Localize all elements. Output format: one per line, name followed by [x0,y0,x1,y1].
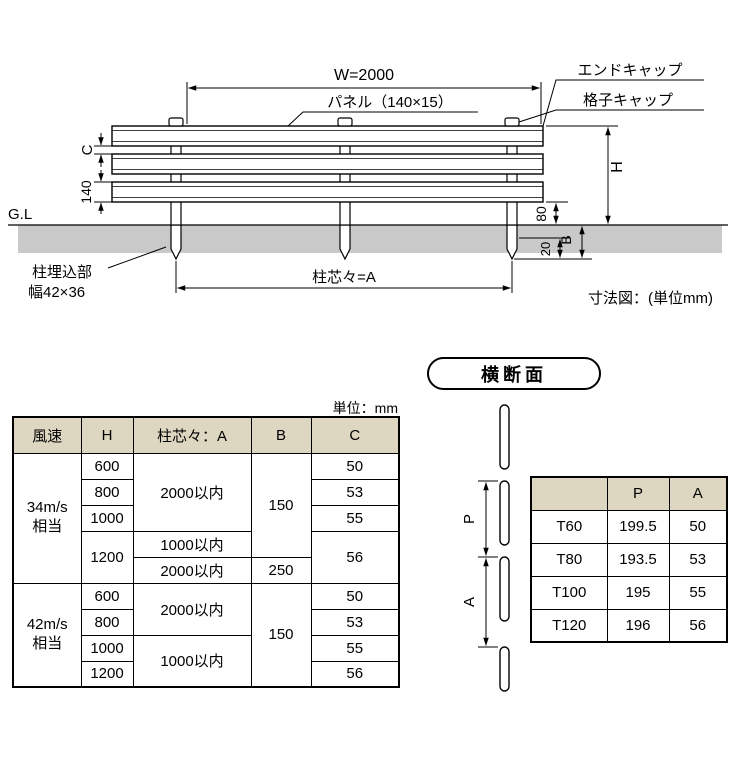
post-pitch-label: 柱芯々=A [312,269,376,286]
b-cell: 150 [250,452,312,558]
c-cell: 56 [310,530,400,584]
table-row: 800 53 [13,608,400,636]
h-cell: 600 [80,582,134,610]
table-row: T80 193.5 53 [530,542,728,577]
h-cell: 800 [80,478,134,506]
cross-section-drawing: P A [461,404,510,692]
wind-speed-value: 42m/s [26,616,68,633]
a-dim-label: A [461,597,478,607]
panel-section-slats [499,404,510,692]
lattice-cap-label: 格子キャップ [583,92,673,109]
header-b: B [250,416,312,454]
header-wind-speed: 風速 [12,416,82,454]
b-cell: 250 [250,556,312,584]
h-cell: 1000 [80,634,134,662]
wind-speed-unit-text: 相当 [32,518,63,535]
table-row: 1000 55 [13,504,400,532]
type-cell: T80 [530,542,608,577]
a-cell: 50 [668,509,728,544]
c-cell: 56 [310,660,400,688]
elevation-drawing: W=2000 パネル（140×15） エンドキャップ 格子キャップ G.L C … [8,62,728,307]
table-row: 1200 56 [13,660,400,688]
table-unit-label: 単位：mm [332,400,398,416]
a-cell: 53 [668,542,728,577]
pitch-cell: 1000以内 [132,634,252,688]
header-post-pitch: 柱芯々：A [132,416,252,454]
type-spec-table: P A T60 199.5 50 T80 193.5 53 T100 195 5… [530,476,728,643]
wind-speed-unit-text: 相当 [32,634,63,652]
wind-speed-34-cell: 34m/s 相当 [12,452,82,584]
c-dim-label: C [79,144,96,155]
c-cell: 50 [310,452,400,480]
post-cap-icon [168,117,520,127]
h-cell: 1200 [80,530,134,584]
dim-140-label: 140 [78,180,94,204]
header-p: P [606,476,670,511]
p-cell: 195 [606,575,670,610]
header-row: P A [530,476,728,511]
c-cell: 53 [310,478,400,506]
embed-label-line1: 柱埋込部 [32,264,92,281]
header-row: 風速 H 柱芯々：A B C [12,416,400,454]
header-blank [530,476,608,511]
header-a: A [668,476,728,511]
h-cell: 1000 [80,504,134,532]
panel-rails [111,125,544,203]
unit-note: 寸法図：(単位mm) [588,290,713,307]
dim-20-label: 20 [538,242,553,256]
h-cell: 1200 [80,660,134,688]
b-cell: 150 [250,582,312,688]
panel-label: パネル（140×15） [327,94,452,111]
h-dim-label: H [609,161,626,173]
p-dim-label: P [461,514,478,524]
table-row: 1000 1000以内 55 [13,634,400,688]
embed-label-line2: 幅42×36 [28,284,85,301]
dim-80-label: 80 [533,206,549,222]
wind-speed-value: 34m/s [26,499,68,517]
h-cell: 600 [80,452,134,480]
table-row: 34m/s 相当 600 2000以内 150 50 [12,452,400,584]
a-cell: 55 [668,575,728,610]
b-dim-label: B [558,235,574,244]
a-cell: 56 [668,608,728,643]
table-row: T100 195 55 [530,575,728,610]
wind-speed-42-cell: 42m/s 相当 [12,582,82,688]
gl-label: G.L [8,206,32,223]
p-cell: 199.5 [606,509,670,544]
c-cell: 55 [310,634,400,662]
type-cell: T100 [530,575,608,610]
pitch-cell: 2000以内 [132,582,252,636]
pitch-cell: 2000以内 [132,452,252,532]
c-cell: 50 [310,582,400,610]
c-cell: 55 [310,504,400,532]
table-row: T120 196 56 [530,608,728,643]
section-dimension-lines [478,480,498,648]
dimension-lines [94,79,704,293]
p-cell: 193.5 [606,542,670,577]
type-cell: T120 [530,608,608,643]
p-cell: 196 [606,608,670,643]
wind-spec-table: 風速 H 柱芯々：A B C 34m/s 相当 600 2000以内 150 5… [12,416,400,688]
pitch-cell: 1000以内 [132,530,252,558]
table-row: 42m/s 相当 600 2000以内 150 50 [12,582,400,688]
h-cell: 800 [80,608,134,636]
cross-section-title: 横断面 [427,357,601,390]
ground-band [18,225,722,253]
c-cell: 53 [310,608,400,636]
type-cell: T60 [530,509,608,544]
pitch-cell: 2000以内 [132,556,252,584]
end-cap-label: エンドキャップ [577,62,682,79]
w-dim-label: W=2000 [334,67,394,84]
table-row: T60 199.5 50 [530,509,728,544]
header-h: H [80,416,134,454]
header-c: C [310,416,400,454]
